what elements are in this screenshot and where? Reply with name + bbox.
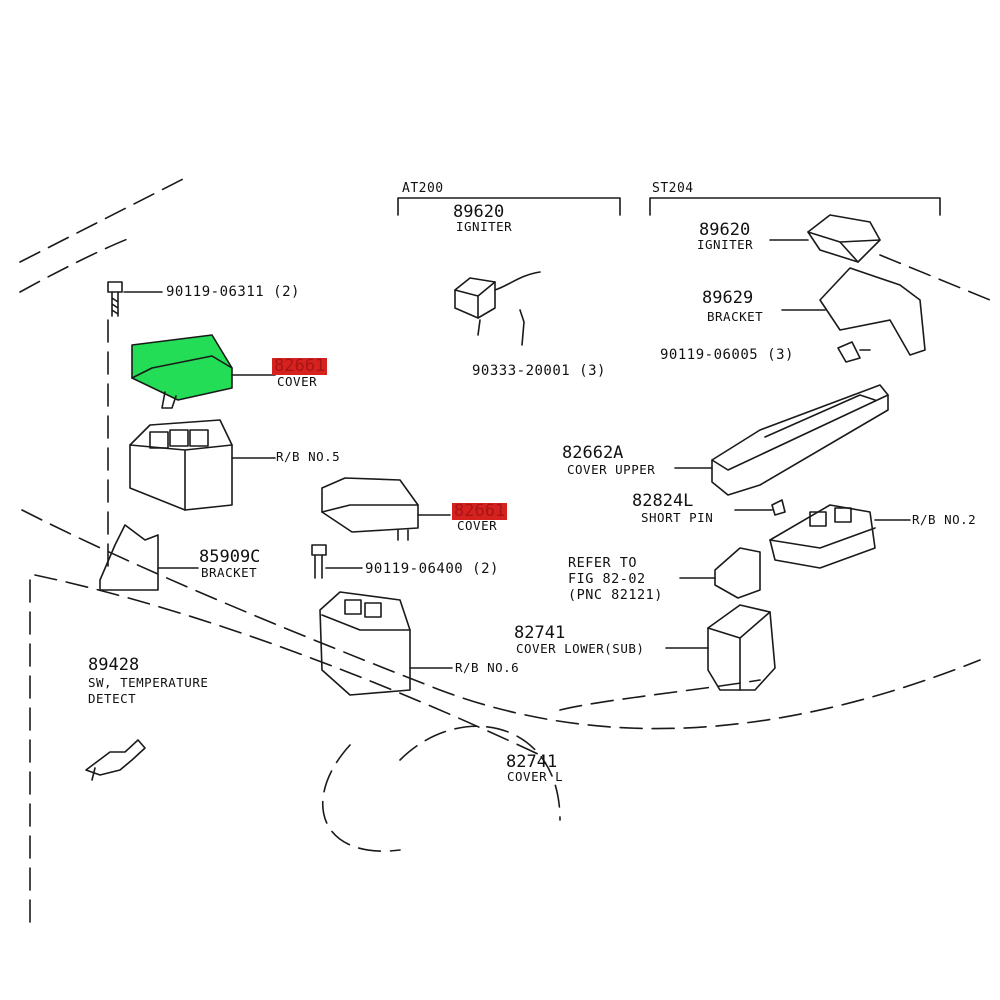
cover-lower-bottom-name: COVER L [507, 769, 564, 784]
igniter-at-number: 89620 [453, 202, 505, 222]
cover-left-drawing [131, 334, 276, 409]
temp-switch-name-line2: DETECT [88, 691, 137, 706]
cover-left-name: COVER [277, 374, 318, 389]
cover-lower-sub-number: 82741 [514, 623, 566, 643]
body-outline [19, 177, 991, 931]
bolt-top-drawing [107, 281, 163, 317]
refer-line2: FIG 82-02 [568, 571, 646, 587]
bolt-st-drawing [837, 341, 871, 363]
short-pin-number: 82824L [632, 491, 694, 511]
cover-mid-name: COVER [457, 518, 498, 533]
bolt-mid-drawing [311, 544, 363, 579]
group-label-st204: ST204 [652, 181, 694, 196]
rb5-drawing [129, 419, 276, 511]
temp-switch-drawing [85, 739, 146, 781]
rb6-drawing [319, 591, 453, 696]
rb2-label: R/B NO.2 [912, 512, 977, 527]
cover-upper-name: COVER UPPER [567, 462, 656, 477]
igniter-at-drawing [454, 271, 541, 346]
temp-switch-number: 89428 [88, 655, 140, 675]
bracket-st-name: BRACKET [707, 309, 764, 324]
screw-at-number: 90333-20001 (3) [472, 363, 606, 379]
igniter-st-name: IGNITER [697, 237, 754, 252]
cover-lower-sub-name: COVER LOWER(SUB) [516, 641, 645, 656]
bolt-st-number: 90119-06005 (3) [660, 347, 794, 363]
cover-upper-drawing [674, 384, 889, 496]
short-pin-name: SHORT PIN [641, 510, 714, 525]
group-label-at200: AT200 [402, 181, 444, 196]
temp-switch-name-line1: SW, TEMPERATURE [88, 675, 209, 690]
bolt-mid-number: 90119-06400 (2) [365, 561, 499, 577]
refer-connector-drawing [679, 547, 761, 599]
igniter-at-name: IGNITER [456, 219, 513, 234]
short-pin-drawing [734, 499, 786, 516]
igniter-st-drawing [769, 214, 881, 263]
refer-line3: (PNC 82121) [568, 587, 663, 603]
rb5-label: R/B NO.5 [276, 449, 341, 464]
bracket-st-number: 89629 [702, 288, 754, 308]
rb6-label: R/B NO.6 [455, 660, 520, 675]
refer-line1: REFER TO [568, 555, 638, 571]
bolt-top-number: 90119-06311 (2) [166, 284, 300, 300]
group-brackets [397, 197, 941, 216]
cover-lower-sub-drawing [665, 604, 776, 691]
bracket-left-number: 85909C [199, 547, 261, 567]
bracket-st-drawing [781, 267, 926, 356]
bracket-left-name: BRACKET [201, 565, 258, 580]
cover-upper-number: 82662A [562, 443, 624, 463]
cover-mid-drawing [321, 477, 451, 541]
rb2-drawing [769, 504, 911, 569]
cover-mid-number: 82661 [452, 501, 508, 521]
cover-lower-bottom-number: 82741 [506, 752, 558, 772]
cover-left-number: 82661 [272, 356, 328, 376]
igniter-st-number: 89620 [699, 220, 751, 240]
bracket-left-drawing [99, 524, 199, 591]
